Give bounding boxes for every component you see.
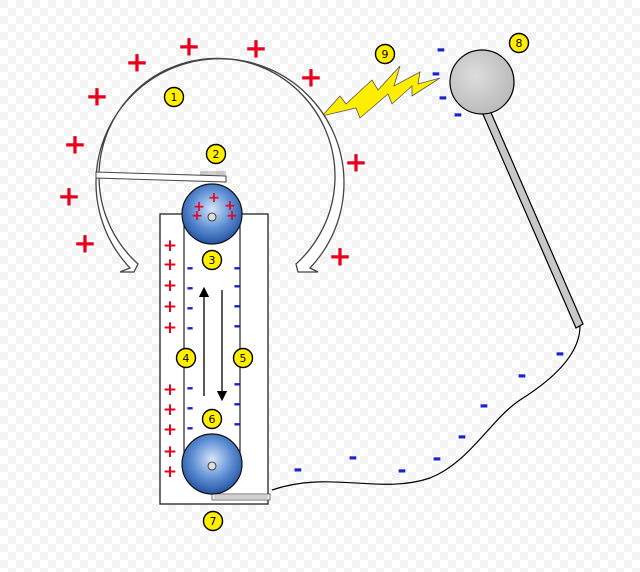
- negative-charge: -: [233, 316, 240, 336]
- positive-charge: +: [328, 240, 351, 273]
- badge-circle: [163, 86, 185, 108]
- positive-charge: +: [163, 297, 177, 317]
- badge-number: 1: [171, 91, 178, 104]
- label-badge-lower-roller: 6: [201, 408, 223, 430]
- positive-charge: +: [163, 276, 177, 296]
- negative-charge: -: [186, 278, 193, 298]
- badge-number: 8: [516, 37, 523, 50]
- negative-charge: -: [438, 86, 447, 111]
- label-badge-dome: 1: [163, 86, 185, 108]
- label-badge-lower-comb: 7: [202, 510, 224, 532]
- negative-charge: -: [233, 296, 240, 316]
- negative-charge: -: [186, 318, 193, 338]
- badge-number: 7: [210, 515, 217, 528]
- badge-circle: [508, 32, 530, 54]
- badge-number: 6: [209, 413, 216, 426]
- number-badges: 1 2 3 4 5 6 7 8 9: [163, 32, 530, 532]
- positive-charge: +: [163, 442, 177, 462]
- ground-wire: [271, 325, 581, 491]
- negative-charge: -: [436, 38, 445, 63]
- positive-charge: +: [57, 180, 80, 213]
- lower-comb: [211, 493, 271, 501]
- positive-charge: +: [344, 146, 367, 179]
- positive-charge: +: [299, 61, 322, 94]
- positive-charge: +: [63, 128, 86, 161]
- negative-charge: -: [431, 62, 440, 87]
- negative-charge: -: [457, 425, 466, 450]
- negative-charge: -: [186, 398, 193, 418]
- negative-charge: -: [233, 414, 240, 434]
- positive-charge: +: [193, 199, 205, 215]
- negative-charge: -: [453, 103, 462, 128]
- label-badge-discharge-sphere: 8: [508, 32, 530, 54]
- negative-charge: -: [233, 394, 240, 414]
- negative-charge: -: [397, 459, 406, 484]
- badge-circle: [374, 43, 396, 65]
- label-badge-upper-roller: 3: [201, 249, 223, 271]
- positive-charge: +: [163, 255, 177, 275]
- positive-charge: +: [208, 190, 220, 206]
- positive-charge: +: [163, 380, 177, 400]
- positive-charge: +: [163, 236, 177, 256]
- negative-charge: -: [186, 378, 193, 398]
- positive-charge: +: [163, 400, 177, 420]
- negative-charge: -: [432, 447, 441, 472]
- positive-charge: +: [224, 198, 236, 214]
- negative-charge: -: [186, 418, 193, 438]
- badge-circle: [202, 510, 224, 532]
- badge-circle: [201, 408, 223, 430]
- label-badge-belt-left: 4: [175, 347, 197, 369]
- belt: [183, 211, 241, 475]
- positive-charge: +: [226, 208, 238, 224]
- positive-charge: +: [163, 462, 177, 482]
- upper-comb-arm: [95, 171, 227, 183]
- positive-charge: +: [125, 46, 148, 79]
- charge-symbols: +++++++++++++++++++++++++---------------…: [57, 30, 564, 484]
- negative-charge: -: [555, 342, 564, 367]
- upper-comb-teeth: [200, 171, 226, 175]
- positive-charge: +: [177, 30, 200, 63]
- negative-charge: -: [186, 258, 193, 278]
- badge-circle: [175, 347, 197, 369]
- badge-circle: [201, 249, 223, 271]
- negative-charge: -: [233, 374, 240, 394]
- spark-bolt: [320, 65, 441, 119]
- badge-circle: [232, 347, 254, 369]
- badge-number: 5: [240, 352, 247, 365]
- negative-charge: -: [233, 258, 240, 278]
- negative-charge: -: [233, 276, 240, 296]
- positive-charge: +: [244, 32, 267, 65]
- positive-charge: +: [85, 80, 108, 113]
- badge-circle: [205, 143, 227, 165]
- positive-charge: +: [191, 208, 203, 224]
- lower-roller-axle: [207, 461, 217, 471]
- badge-number: 4: [183, 352, 190, 365]
- label-badge-upper-comb: 2: [205, 143, 227, 165]
- negative-charge: -: [479, 394, 488, 419]
- discharge-sphere: [449, 49, 515, 115]
- badge-number: 9: [382, 48, 389, 61]
- dome-shell: [95, 57, 345, 273]
- positive-charge: +: [163, 318, 177, 338]
- label-badge-spark: 9: [374, 43, 396, 65]
- negative-charge: -: [186, 298, 193, 318]
- negative-charge: -: [517, 364, 526, 389]
- positive-charge: +: [73, 227, 96, 260]
- badge-number: 3: [209, 254, 216, 267]
- negative-charge: -: [293, 458, 302, 483]
- label-badge-belt-right: 5: [232, 347, 254, 369]
- upper-roller-axle: [207, 212, 217, 222]
- positive-charge: +: [163, 420, 177, 440]
- negative-charge: -: [348, 446, 357, 471]
- badge-number: 2: [213, 148, 220, 161]
- lower-comb-teeth: [214, 495, 268, 499]
